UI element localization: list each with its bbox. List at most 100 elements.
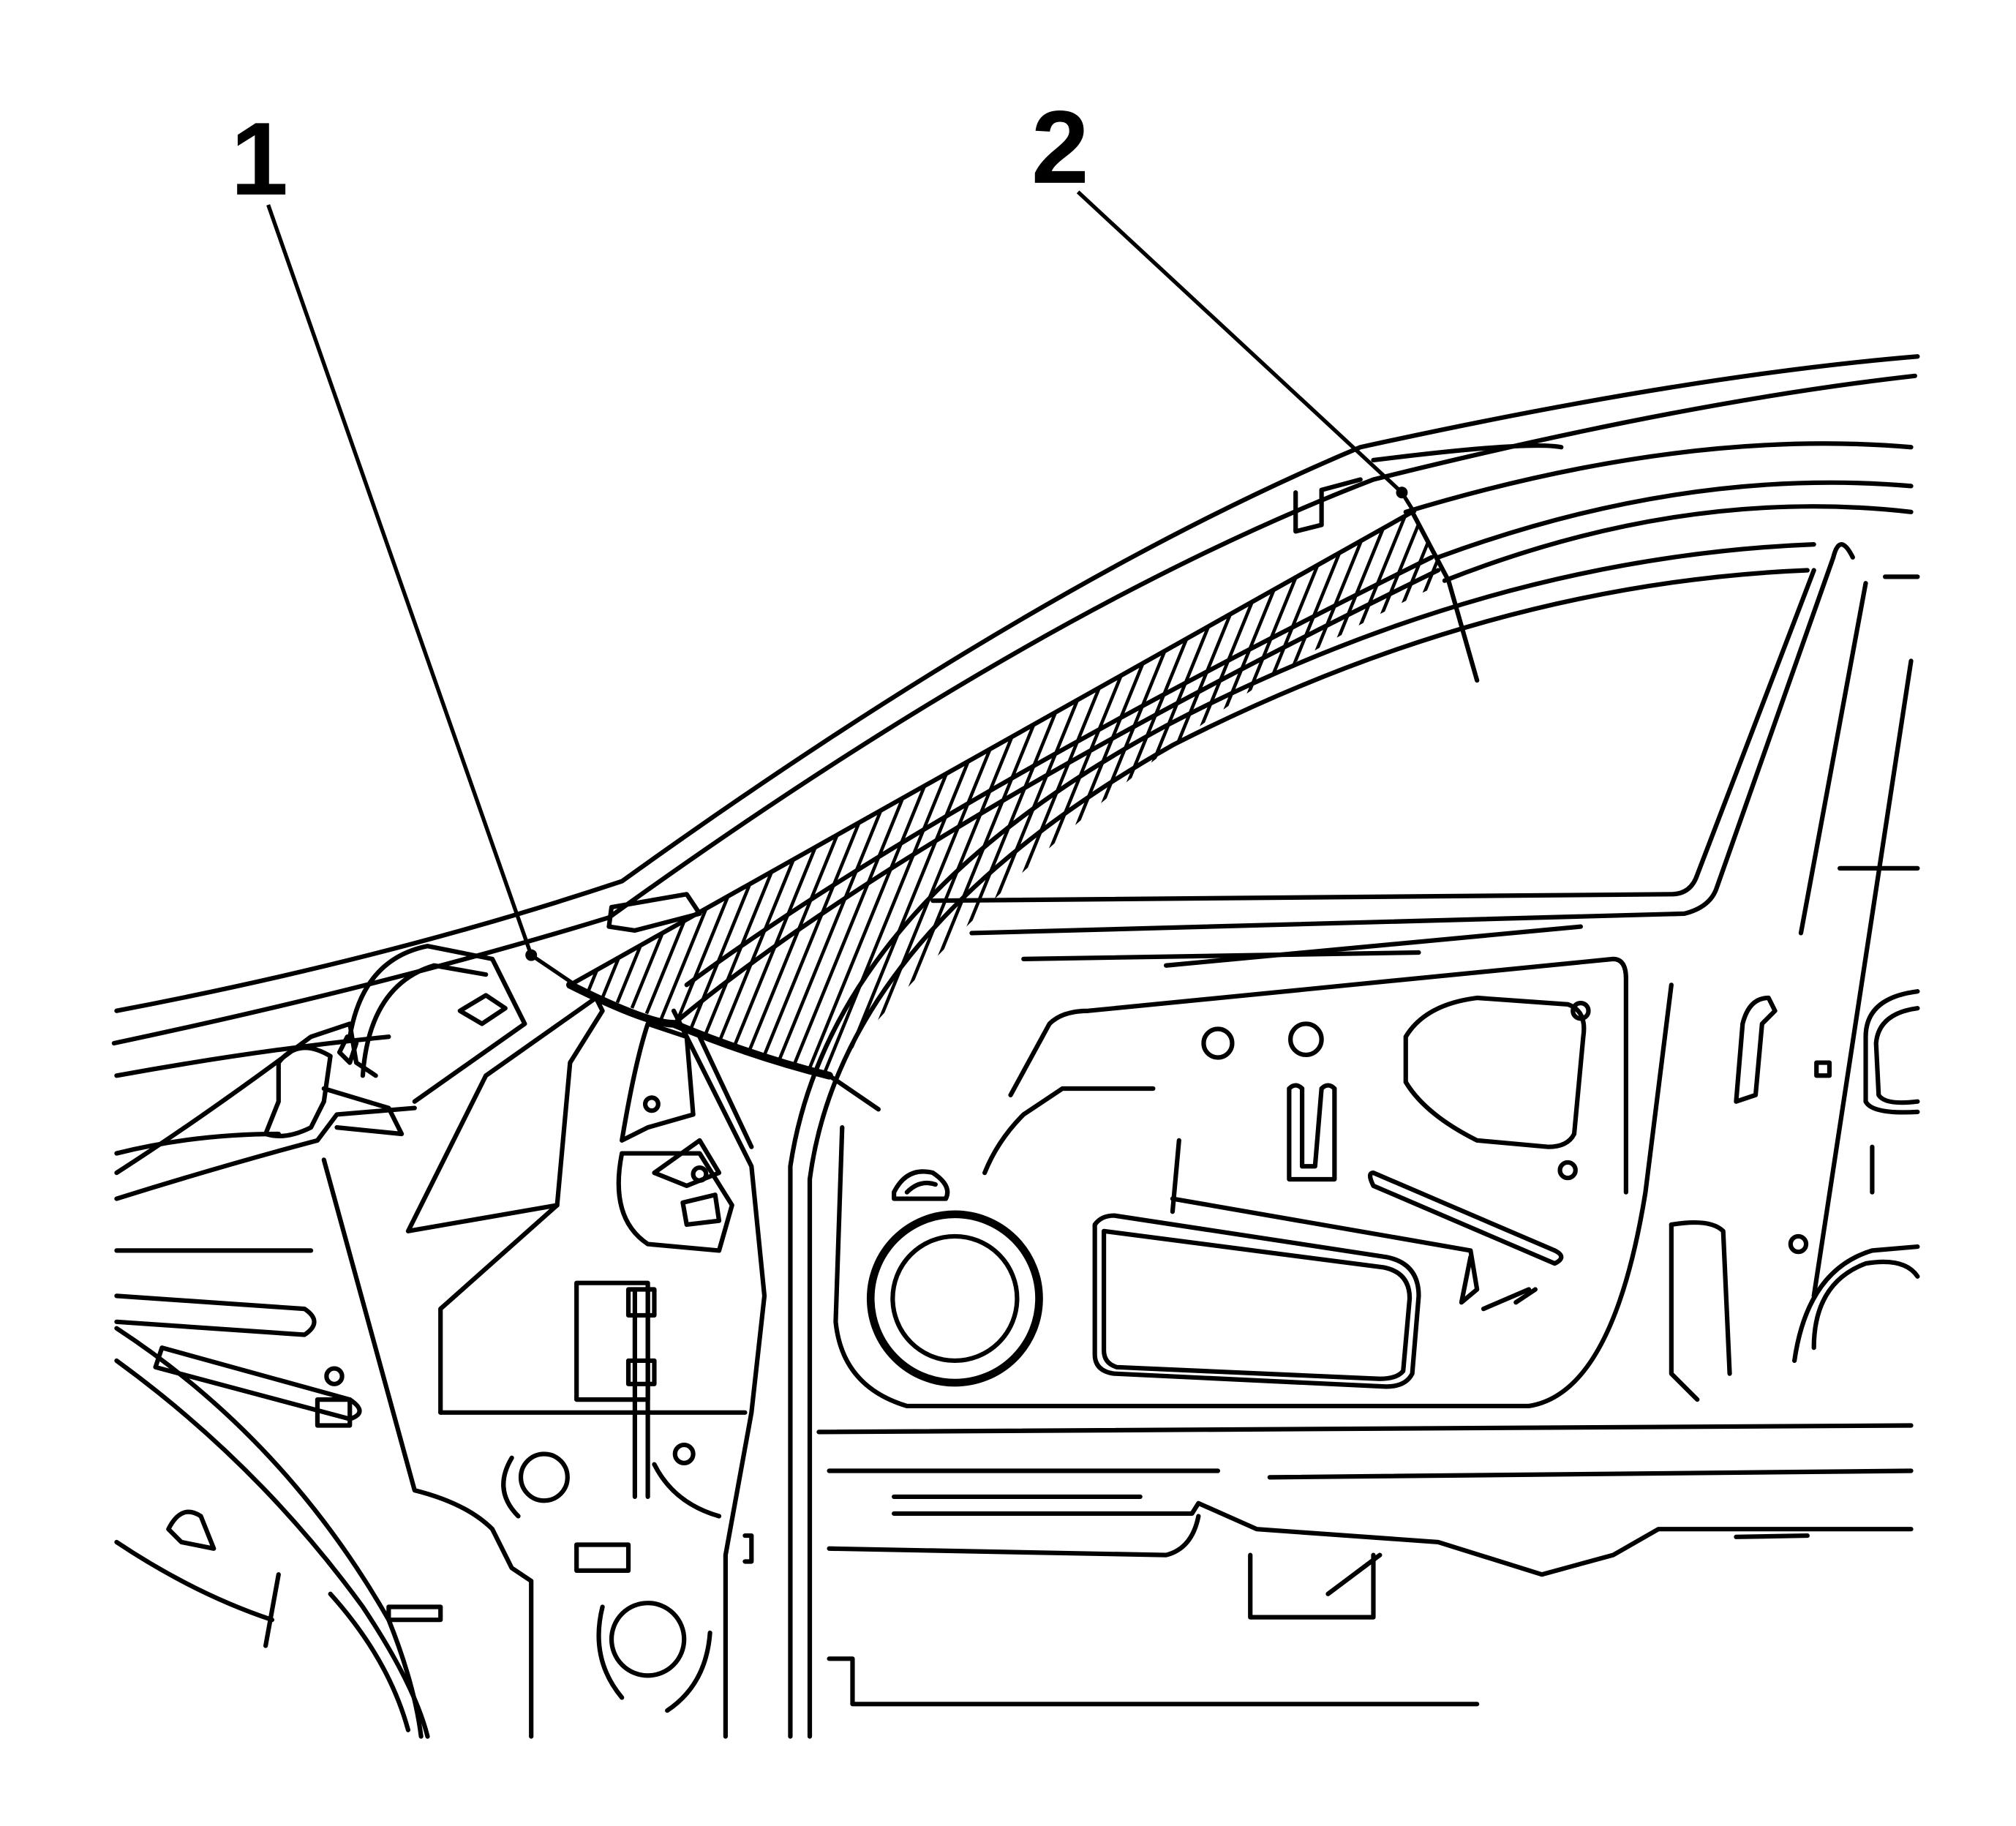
front-structure-tab-1 xyxy=(315,1397,353,1428)
door-frame-front-outer xyxy=(788,541,1816,1739)
rear-pillar-trim-3 xyxy=(1873,1006,1920,1105)
front-structure-group xyxy=(114,995,605,1739)
hatched-panel-inner-curve-1 xyxy=(671,568,1441,1026)
fender-arch-inner-2 xyxy=(328,1591,411,1732)
roof-outer-edge xyxy=(114,354,1920,1013)
roof-inner-edge-3 xyxy=(1435,480,1914,560)
hatch-line xyxy=(570,511,804,1076)
rocker-line-7 xyxy=(1734,1533,1810,1539)
pillar-tab-lower xyxy=(606,892,702,933)
hinge-lower-panel xyxy=(652,1462,722,1519)
hatch-line xyxy=(1138,511,1427,1076)
door-b-pillar-1 xyxy=(1798,581,1868,936)
front-structure-tab-2 xyxy=(386,1604,443,1623)
door-diagonal-rail xyxy=(1367,1171,1564,1266)
hinge-small-hole xyxy=(672,1442,696,1465)
hinge-small-vertical xyxy=(742,1533,754,1564)
hatch-line xyxy=(1494,467,1779,1166)
hood-line-4 xyxy=(114,1131,281,1156)
hinge-slot xyxy=(680,1192,722,1228)
hatch-line xyxy=(1306,511,1449,1076)
hinge-pillar-left xyxy=(438,1203,560,1415)
cowl-slot xyxy=(457,993,508,1026)
door-hole-1 xyxy=(1201,1026,1235,1060)
rear-door-group xyxy=(1669,989,1920,1402)
hood-area-group xyxy=(114,944,527,1739)
hinge-pillar-group xyxy=(438,1008,767,1739)
front-structure-slot-2 xyxy=(114,1293,317,1337)
rear-arch xyxy=(1811,1259,1920,1350)
fender-arch-outer xyxy=(114,1358,430,1739)
front-structure-hole-1 xyxy=(324,1366,345,1386)
callout-2-leader-extension xyxy=(1400,491,1417,514)
callout-2-leader xyxy=(1076,190,1404,495)
hinge-round-1 xyxy=(518,1451,570,1503)
rocker-step xyxy=(1248,1552,1376,1620)
door-large-cutout-inner xyxy=(1101,1228,1413,1381)
door-panel-edge-top xyxy=(1008,956,1628,1195)
callout-2-label: 2 xyxy=(1031,90,1089,206)
hinge-pillar-inner xyxy=(697,1034,754,1149)
roof-inner-edge-1 xyxy=(111,373,1917,1046)
hatched-panel-upper-edge xyxy=(568,509,1415,988)
hatched-panel-inner-curve-2 xyxy=(684,555,1434,988)
door-window-sill xyxy=(930,568,1816,903)
hood-line-1 xyxy=(114,1034,391,1078)
door-beltline xyxy=(1021,950,1421,961)
hatched-panel-right-edge xyxy=(1410,509,1480,683)
door-panel-outline xyxy=(833,982,1674,1409)
fender-lower-line xyxy=(263,1572,281,1648)
callout-leaders xyxy=(266,190,1417,987)
callout-1-leader xyxy=(266,204,533,956)
door-panel-inner-line xyxy=(982,1086,1156,1176)
hatch-pattern xyxy=(570,467,1779,1166)
door-beltline-2 xyxy=(1163,924,1583,968)
hood-line-2 xyxy=(114,1021,378,1176)
rocker-group xyxy=(816,1423,1914,1707)
door-vertical-slot xyxy=(1287,1083,1337,1182)
door-speaker-outer xyxy=(866,1210,1043,1387)
hatch-line xyxy=(1071,511,1360,1076)
hinge-bracket-lower xyxy=(616,1151,734,1253)
hatch-line xyxy=(582,511,871,1076)
fender-arch-inner xyxy=(114,1326,424,1739)
hatched-pillar-panel xyxy=(566,467,1779,1166)
hinge-rod-cap-1 xyxy=(625,1287,657,1318)
door-speaker-bracket-inner xyxy=(904,1180,938,1195)
hatch-line xyxy=(570,511,770,1076)
rocker-line-5 xyxy=(892,1500,1914,1577)
front-structure-panel xyxy=(405,995,605,1233)
hinge-round-2 xyxy=(609,1601,687,1678)
hatch-line xyxy=(616,511,905,1076)
hinge-arc-2 xyxy=(596,1604,625,1700)
front-structure-vertical xyxy=(321,1157,534,1739)
hinge-pillar-right-edge xyxy=(671,1008,767,1739)
door-window-cutout xyxy=(1403,995,1587,1149)
roof-inner-edge-4 xyxy=(1442,504,1914,583)
roof-drip-rail xyxy=(1371,443,1564,463)
pillar-tab-upper xyxy=(1293,477,1363,534)
hinge-hole-2 xyxy=(691,1165,709,1183)
door-small-slot xyxy=(1481,1287,1538,1312)
door-hole-4 xyxy=(1557,1160,1578,1181)
hatch-line xyxy=(1105,511,1393,1076)
front-structure-curve xyxy=(166,1509,217,1551)
hatch-line xyxy=(1054,511,1343,1076)
door-rail-2 xyxy=(1170,1196,1480,1305)
hatch-line xyxy=(1374,511,1449,1076)
rear-pillar-square xyxy=(1814,1060,1832,1078)
door-frame-front-inner xyxy=(807,568,1810,1739)
hood-line-3 xyxy=(114,1105,417,1201)
hinge-arc-1 xyxy=(501,1455,521,1519)
cowl-inner xyxy=(360,963,489,1078)
rear-hole-1 xyxy=(1788,1233,1809,1255)
hinge-hole-1 xyxy=(642,1095,661,1113)
cowl-edge xyxy=(347,944,527,1104)
hinge-bracket-upper xyxy=(620,1021,696,1143)
rocker-line-1 xyxy=(816,1423,1914,1435)
hatch-line xyxy=(570,511,787,1076)
cowl-clip xyxy=(336,1034,359,1065)
hatch-line xyxy=(1407,511,1449,1076)
